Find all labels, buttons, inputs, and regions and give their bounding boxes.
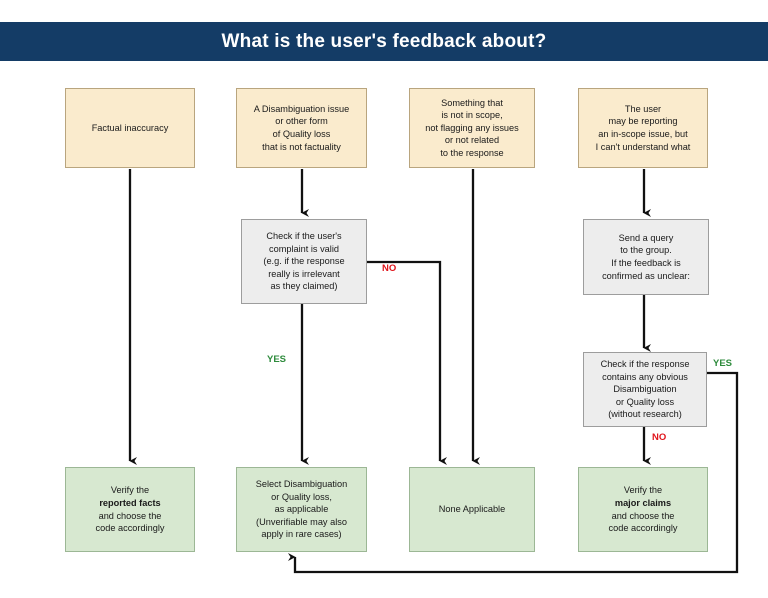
chart-header-banner: What is the user's feedback about?	[0, 22, 768, 61]
edge-label-complaint-yes: YES	[267, 354, 287, 365]
edge-label-obvious-yes: YES	[713, 358, 733, 369]
node-none-applicable[interactable]: None Applicable	[409, 467, 535, 552]
page-title: What is the user's feedback about?	[221, 30, 547, 52]
node-input-factual-text: Factual inaccuracy	[91, 122, 169, 133]
edge-label-obvious-no: NO	[652, 432, 667, 443]
edge-check-no-to-none	[367, 260, 447, 465]
node-none-applicable-text: None Applicable	[438, 504, 506, 515]
edge-label-complaint-no: NO	[382, 263, 397, 274]
node-input-factual[interactable]: Factual inaccuracy	[65, 88, 195, 168]
